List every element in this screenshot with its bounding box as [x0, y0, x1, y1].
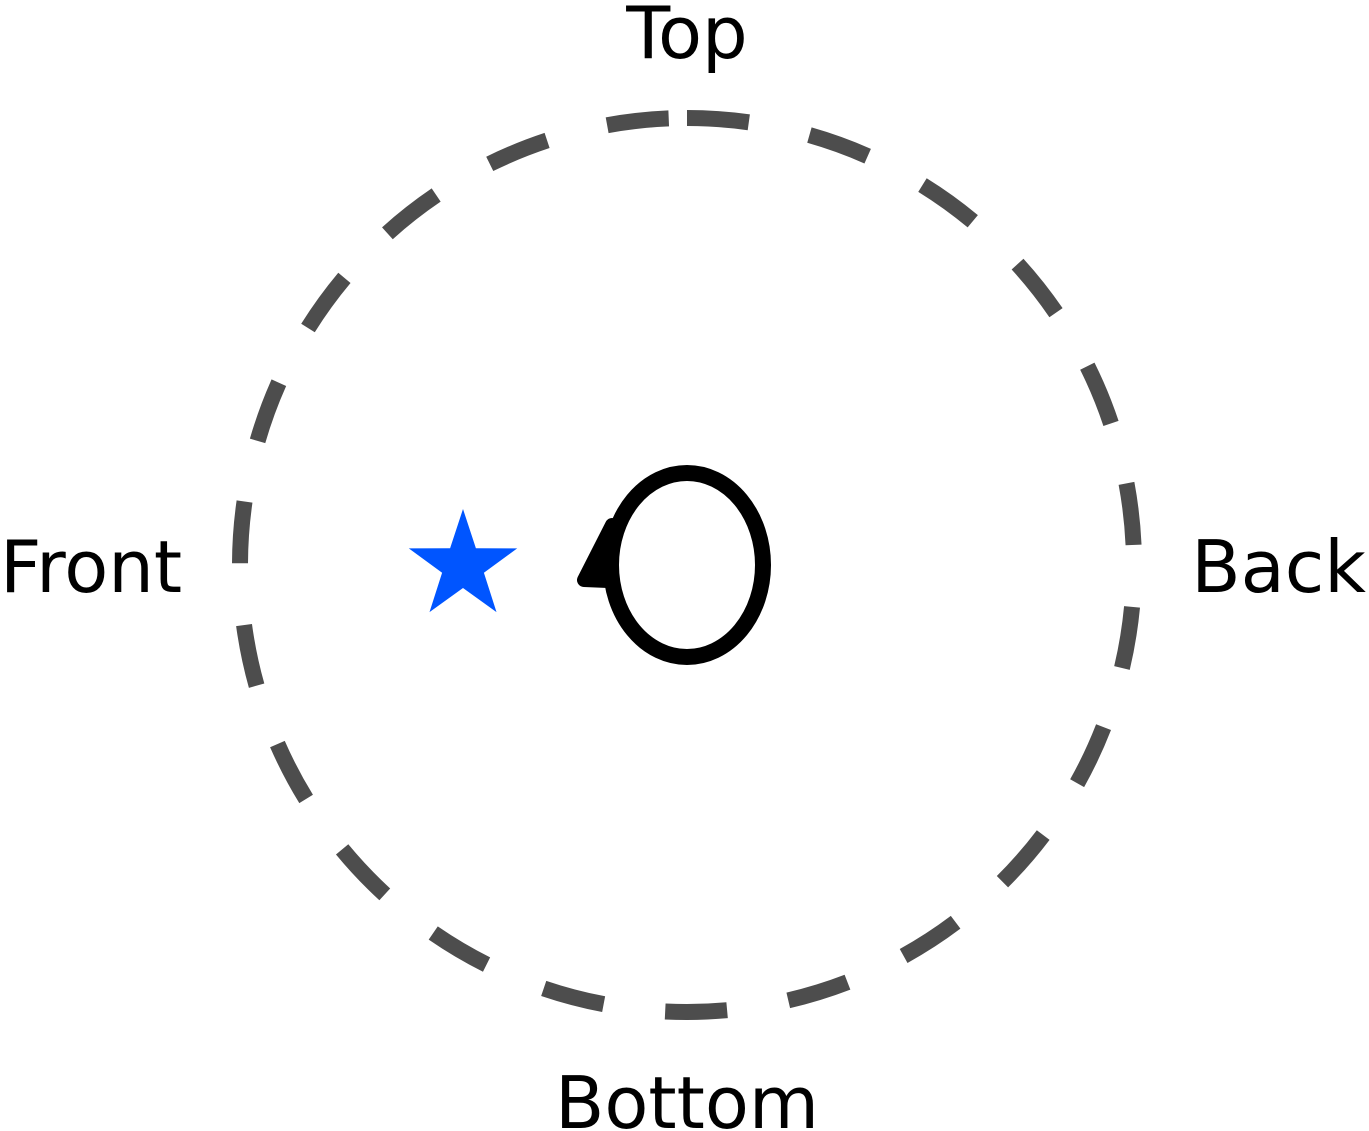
star-icon [408, 509, 518, 613]
label-top: Top [625, 0, 748, 75]
nose-wedge [577, 518, 619, 588]
label-front: Front [0, 525, 182, 609]
dashed-ring [232, 110, 1142, 1020]
head-ellipse [603, 465, 771, 665]
label-bottom: Bottom [555, 1061, 819, 1131]
label-back: Back [1191, 525, 1366, 609]
head-outline-icon [577, 465, 771, 665]
